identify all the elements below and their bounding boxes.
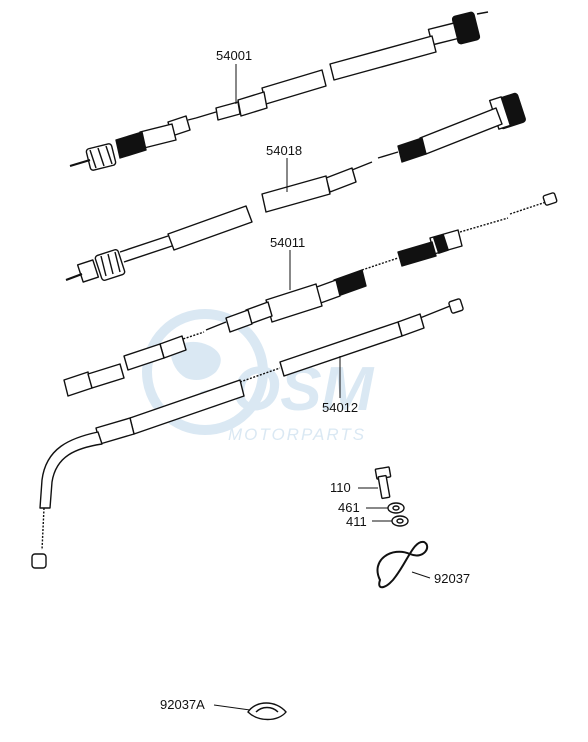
- curved-cable-end: [39, 431, 103, 509]
- part-label-54012: 54012: [322, 400, 358, 415]
- watermark-sub: MOTORPARTS: [228, 425, 366, 444]
- part-label-110: 110: [330, 480, 351, 495]
- part-label-54011: 54011: [270, 235, 305, 250]
- nut-411[interactable]: [391, 515, 409, 527]
- cable-end-nipple-icon: [448, 298, 464, 314]
- part-label-54018: 54018: [266, 143, 302, 158]
- part-label-461: 461: [338, 500, 360, 515]
- watermark-globe-icon: [142, 309, 268, 435]
- threaded-adjuster-icon: [397, 241, 437, 267]
- part-label-411: 411: [346, 514, 367, 529]
- cable-spiral-icon: [377, 137, 427, 163]
- throttle-cable-54011[interactable]: [123, 192, 558, 371]
- cable-coupling-icon: [115, 123, 177, 159]
- band-92037[interactable]: [376, 540, 429, 589]
- bolt-110[interactable]: [374, 466, 392, 500]
- part-label-92037: 92037: [434, 571, 470, 586]
- cable-end-nipple-icon: [542, 192, 558, 206]
- meter-end-fitting-icon: [427, 11, 489, 46]
- speedometer-drive-nut-icon: [85, 143, 117, 171]
- part-label-54001: 54001: [216, 48, 252, 63]
- part-labels: 54001 54018 54011 54012 110 461 411 9203…: [160, 48, 470, 712]
- control-cable-54012[interactable]: [31, 298, 464, 569]
- washer-461[interactable]: [387, 502, 405, 514]
- part-label-92037a: 92037A: [160, 697, 205, 712]
- leader-lines: [213, 64, 431, 711]
- tachometer-cable-54018[interactable]: [65, 92, 526, 283]
- cable-end-nipple-icon: [31, 553, 47, 569]
- tacho-drive-nut-icon: [76, 249, 126, 283]
- speedometer-cable-54001[interactable]: [69, 11, 489, 171]
- clamp-92037a[interactable]: [247, 702, 287, 721]
